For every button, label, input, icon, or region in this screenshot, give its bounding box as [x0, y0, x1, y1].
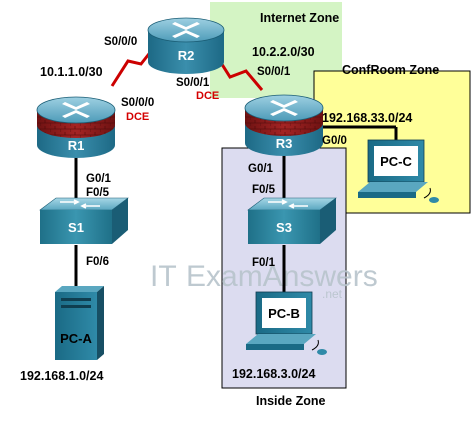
pc-a[interactable]: PC-A: [55, 286, 104, 360]
mouse-icon: [317, 349, 327, 355]
router-arrows-icon: [62, 102, 90, 118]
router-arrows-icon: [172, 22, 200, 38]
r2-s000-label: S0/0/0: [104, 36, 137, 48]
dce-r1-label: DCE: [126, 111, 149, 123]
monitor-screen: [262, 298, 306, 328]
s1-f06-label: F0/6: [86, 256, 109, 268]
r2-s001-label: S0/0/1: [176, 77, 210, 89]
pc-b-label: PC-B: [268, 306, 300, 321]
s3-f01-label: F0/1: [252, 257, 276, 269]
inside-zone-label: Inside Zone: [256, 394, 326, 408]
pc-c-label: PC-C: [380, 154, 412, 169]
router-arrows-icon: [270, 100, 298, 116]
watermark-brand: ExamAnswers: [186, 260, 378, 293]
s3-f05-label: F0/5: [252, 184, 276, 196]
net-r1-r2-label: 10.1.1.0/30: [40, 65, 103, 79]
r3-s001-label: S0/0/1: [257, 66, 291, 78]
r1-s000-label: S0/0/0: [121, 97, 154, 109]
drive-bay-icon: [61, 298, 91, 301]
keyboard-icon: [358, 182, 428, 192]
watermark-suffix: .net: [322, 287, 343, 301]
net-lan-a-label: 192.168.1.0/24: [20, 369, 103, 383]
pc-a-label: PC-A: [60, 331, 92, 346]
monitor-screen: [374, 146, 418, 176]
dce-r2-label: DCE: [196, 90, 219, 102]
switch-s3[interactable]: S3: [247, 197, 337, 244]
switch-s3-label: S3: [276, 220, 292, 235]
internet-zone-label: Internet Zone: [260, 11, 339, 25]
mouse-icon: [429, 197, 439, 203]
switch-s1-label: S1: [68, 220, 84, 235]
serial-link-r2-r3: [216, 57, 264, 91]
keyboard-icon: [246, 334, 316, 344]
serial-link-r1-r2: [110, 49, 154, 87]
watermark-it: IT: [150, 260, 177, 293]
net-confroom-label: 192.168.33.0/24: [322, 111, 412, 125]
net-r2-r3-label: 10.2.2.0/30: [252, 45, 315, 59]
router-r2-label: R2: [178, 48, 195, 63]
r1-g01-label: G0/1: [86, 173, 112, 185]
router-r3[interactable]: R3: [244, 94, 324, 156]
r3-g00-label: G0/0: [322, 135, 347, 147]
net-lan-b-label: 192.168.3.0/24: [232, 367, 315, 381]
router-r2[interactable]: R2: [147, 17, 225, 74]
s1-f05-label: F0/5: [86, 187, 110, 199]
router-r1[interactable]: R1: [36, 96, 116, 158]
pc-b[interactable]: PC-B: [246, 291, 327, 355]
switch-arrows-icon: [60, 199, 100, 209]
switch-arrows-icon: [268, 199, 308, 209]
r3-g01-label: G0/1: [248, 163, 274, 175]
pc-c[interactable]: PC-C: [358, 139, 439, 203]
confroom-zone-label: ConfRoom Zone: [342, 63, 439, 77]
watermark: IT ExamAnswers .net: [150, 260, 378, 301]
router-r1-label: R1: [68, 138, 85, 153]
router-r3-label: R3: [276, 136, 293, 151]
switch-s1[interactable]: S1: [39, 197, 129, 244]
drive-bay-icon: [61, 305, 91, 308]
